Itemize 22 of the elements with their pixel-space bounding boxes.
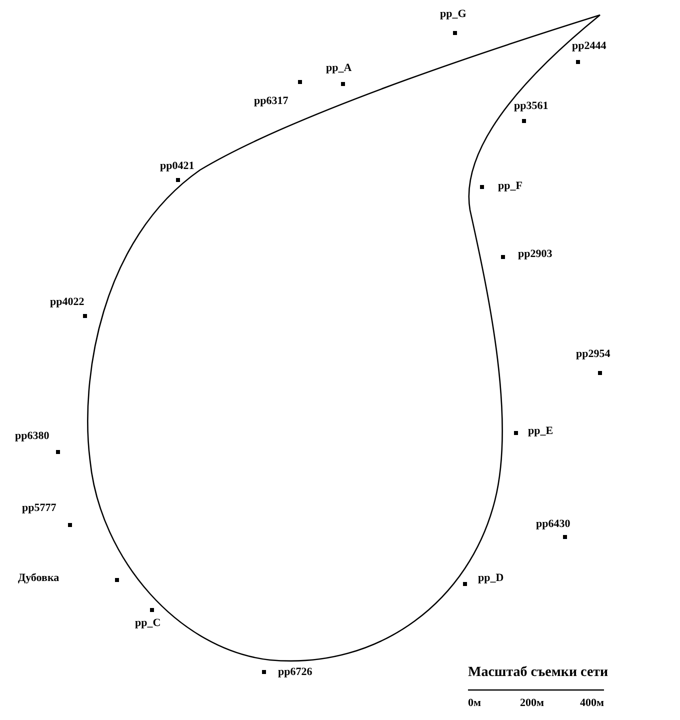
- point-label: pp_F: [498, 180, 522, 192]
- scale-title: Масштаб съемки сети: [468, 665, 608, 680]
- point-label: pp_C: [135, 617, 161, 630]
- point-label: pp4022: [50, 296, 84, 308]
- point-label: pp0421: [160, 160, 194, 172]
- point-label: pp2444: [572, 40, 606, 52]
- point-label: pp2903: [518, 248, 552, 260]
- point-label: pp6430: [536, 518, 570, 530]
- point-label: Дубовка: [18, 572, 60, 584]
- point-label: pp6726: [278, 666, 312, 678]
- point-label: pp6317: [254, 95, 288, 108]
- point-label: pp5777: [22, 502, 56, 514]
- point-label: pp_A: [326, 62, 352, 74]
- point-label: pp2954: [576, 348, 610, 360]
- scale-tick-label: 200м: [520, 697, 544, 710]
- point-label: pp6380: [15, 430, 50, 442]
- point-label: pp_E: [528, 425, 554, 438]
- point-label: pp3561: [514, 100, 548, 112]
- point-label: pp_D: [478, 572, 504, 584]
- point-label: pp_G: [440, 8, 466, 20]
- scale-tick-label: 0м: [468, 697, 481, 710]
- scale-tick-label: 400м: [580, 697, 604, 710]
